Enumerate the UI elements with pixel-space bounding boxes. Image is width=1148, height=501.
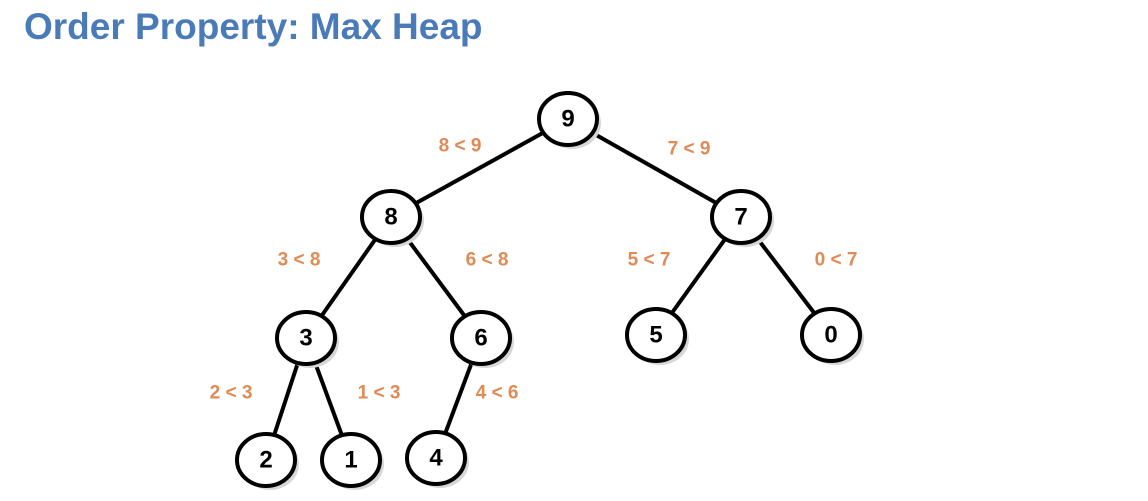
edge-label-n3-n2: 2 < 3 — [210, 383, 253, 404]
node-circle — [275, 310, 337, 366]
node-circle — [405, 430, 467, 486]
edge-label-n9-n8: 8 < 9 — [439, 136, 482, 157]
node-circle — [537, 91, 599, 147]
edge-n9-n8 — [389, 117, 570, 219]
heap-node-n9: 9 — [537, 91, 601, 149]
heap-node-n5: 5 — [625, 307, 689, 365]
heap-node-n0: 0 — [800, 307, 864, 365]
edge-label-n8-n6: 6 < 8 — [466, 250, 509, 271]
heap-node-n8: 8 — [360, 189, 424, 247]
node-circle — [710, 189, 772, 245]
node-value: 6 — [474, 325, 487, 352]
heap-node-n6: 6 — [450, 310, 514, 368]
node-circle — [625, 307, 687, 363]
node-value: 4 — [429, 445, 443, 472]
edge-label-n6-n4: 4 < 6 — [476, 383, 519, 404]
edge-label-n7-n5: 5 < 7 — [628, 250, 671, 271]
edge-labels-layer: 8 < 9 7 < 9 3 < 8 6 < 8 5 < 7 0 < 7 2 < 3 1 < 3… — [210, 136, 858, 404]
edge-label-n3-n1: 1 < 3 — [358, 383, 401, 404]
node-value: 7 — [734, 204, 747, 231]
node-value: 2 — [259, 447, 272, 474]
heap-node-n4: 4 — [405, 430, 469, 488]
node-circle — [360, 189, 422, 245]
node-value: 9 — [561, 106, 574, 133]
nodes-layer: 9 8 7 3 6 5 0 2 1 4 — [235, 91, 864, 490]
node-value: 3 — [299, 325, 312, 352]
heap-node-n3: 3 — [275, 310, 339, 368]
heap-node-n2: 2 — [235, 432, 299, 490]
node-value: 0 — [824, 322, 837, 349]
node-circle — [800, 307, 862, 363]
node-circle — [320, 432, 382, 488]
edges-layer — [264, 117, 833, 462]
slide-title: Order Property: Max Heap — [24, 6, 483, 47]
heap-node-n1: 1 — [320, 432, 384, 490]
node-value: 1 — [344, 447, 357, 474]
edge-label-n9-n7: 7 < 9 — [668, 139, 711, 160]
node-circle — [450, 310, 512, 366]
node-value: 8 — [384, 204, 397, 231]
edge-label-n7-n0: 0 < 7 — [815, 250, 858, 271]
heap-node-n7: 7 — [710, 189, 774, 247]
node-value: 5 — [649, 322, 662, 349]
edge-label-n8-n3: 3 < 8 — [278, 250, 321, 271]
node-circle — [235, 432, 297, 488]
